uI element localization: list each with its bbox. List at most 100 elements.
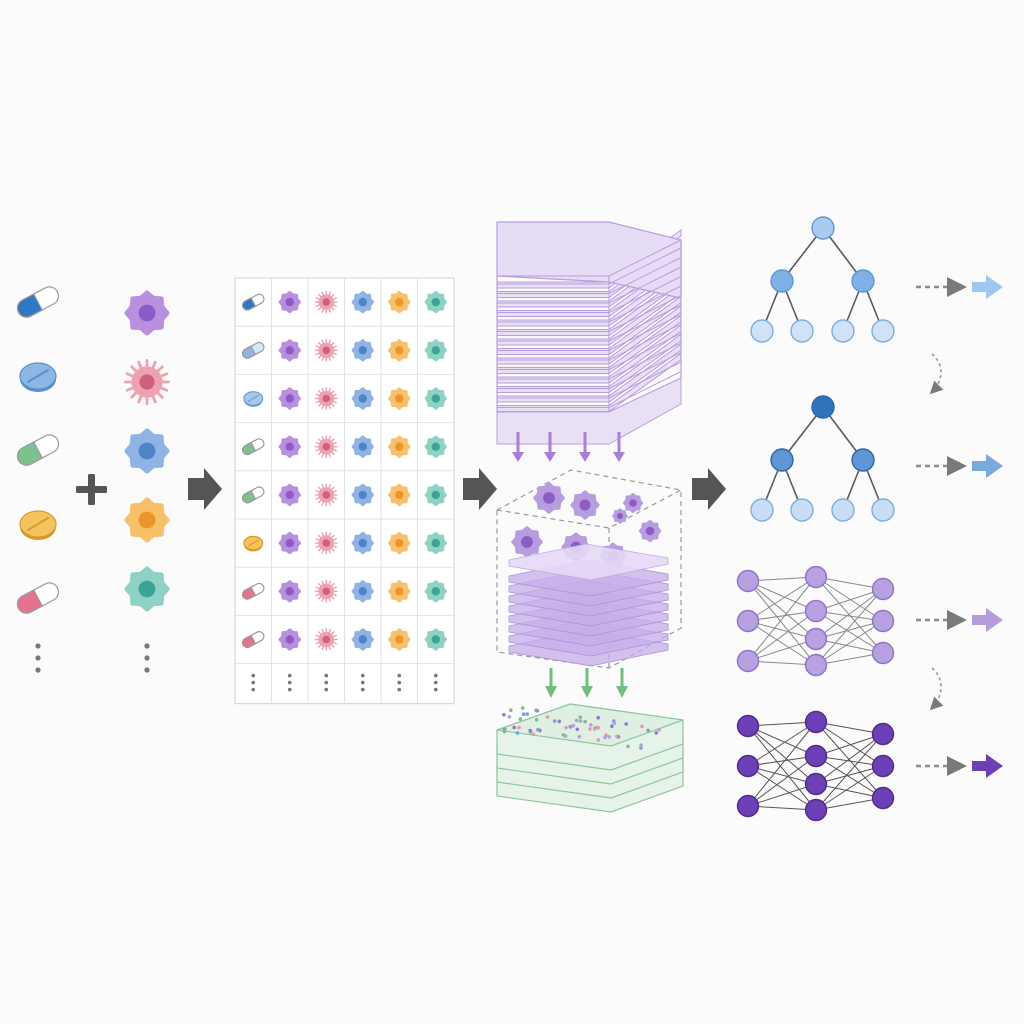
nn-edge [815,783,884,799]
cell-icon [278,387,301,410]
segmented-cell [533,482,565,514]
tree-model [750,216,895,343]
tree-node [770,448,794,472]
nn-edge [815,721,884,735]
nn-edge [815,620,884,640]
drug-column [16,286,60,614]
embedding-point [563,734,568,738]
nn-node [871,609,895,633]
segmented-cell [511,526,543,558]
more-dot [287,673,292,678]
plus-icon [76,474,107,505]
embedding-point [607,735,611,739]
embedding-point [531,732,536,737]
nn-edge [747,755,817,767]
cell-icon [314,531,338,555]
nn-edge [747,755,817,807]
cell-icon [314,483,338,507]
capsule-icon [242,486,265,504]
segmented-cell [612,508,628,524]
cell-icon [314,627,338,652]
drug-more-dots [35,643,41,673]
embedding-point [520,706,525,710]
nn-edge [815,755,884,767]
capsule-icon [16,434,60,466]
cell-icon [424,339,447,362]
cell-icon [314,338,338,362]
segmented-cell [570,490,600,520]
tree-node [871,498,895,522]
cell-icon [388,435,411,458]
nn-edge [815,576,884,622]
cell-icon [351,628,374,651]
cell-icon [124,290,170,336]
nn-node [736,794,760,818]
more-dot [324,680,329,685]
cell-icon [424,483,447,507]
image-slice [497,276,682,313]
embedding-stack [496,703,684,813]
segmentation-volume [496,469,682,669]
nn-node [804,653,828,677]
cell-icon [124,566,170,612]
neural-network-model [736,710,895,822]
cell-icon [314,579,338,603]
more-dot [397,680,402,685]
embedding-point [640,724,644,729]
capsule-icon [16,286,60,318]
image-slice [497,257,682,294]
more-dot [360,680,365,685]
neural-network-model [736,565,895,677]
cell-icon [424,290,447,314]
cell-icon [351,580,374,603]
output-arrow-icon [972,454,1003,478]
nn-edge [815,652,884,666]
output-arrow-icon [972,608,1003,632]
embedding-point [557,719,562,724]
tree-node [790,319,814,343]
more-dot [251,680,256,685]
nn-edge [747,576,817,662]
embedding-point [646,728,650,733]
cell-icon [314,386,338,411]
embedding-point [610,724,614,728]
embedding-point [575,727,580,732]
tablet-icon [243,391,264,407]
embedding-point [534,717,539,722]
nn-edge [747,580,817,612]
nn-edge [747,576,817,582]
embedding-point [515,731,520,735]
nn-edge [747,576,817,622]
cell-icon [351,483,374,507]
embedding-point [534,708,538,713]
nn-edge [815,733,884,785]
combination-grid [234,277,455,705]
image-slice [497,295,682,332]
cell-icon [388,483,411,507]
more-dot [324,673,329,678]
embedding-point [612,721,617,725]
embedding-point [603,735,607,740]
cell-icon [278,339,301,362]
embedding-point [639,746,643,750]
image-slice [497,266,682,304]
nn-node [804,565,828,589]
tree-model [750,395,895,522]
nn-edge [747,725,817,811]
capsule-icon [242,582,265,600]
cell-icon [278,435,301,458]
cell-icon [424,531,447,555]
embedding-point [517,725,521,730]
embedding-point [528,728,532,733]
nn-node [804,744,828,768]
nn-node [871,577,895,601]
nn-edge [747,660,817,666]
embedding-point [509,708,513,712]
nn-edge [815,588,884,640]
nn-node [804,798,828,822]
tablet-icon [19,362,57,392]
nn-edge [815,576,884,590]
nn-edge [747,721,817,727]
nn-edge [815,638,884,654]
embedding-point [545,715,550,719]
